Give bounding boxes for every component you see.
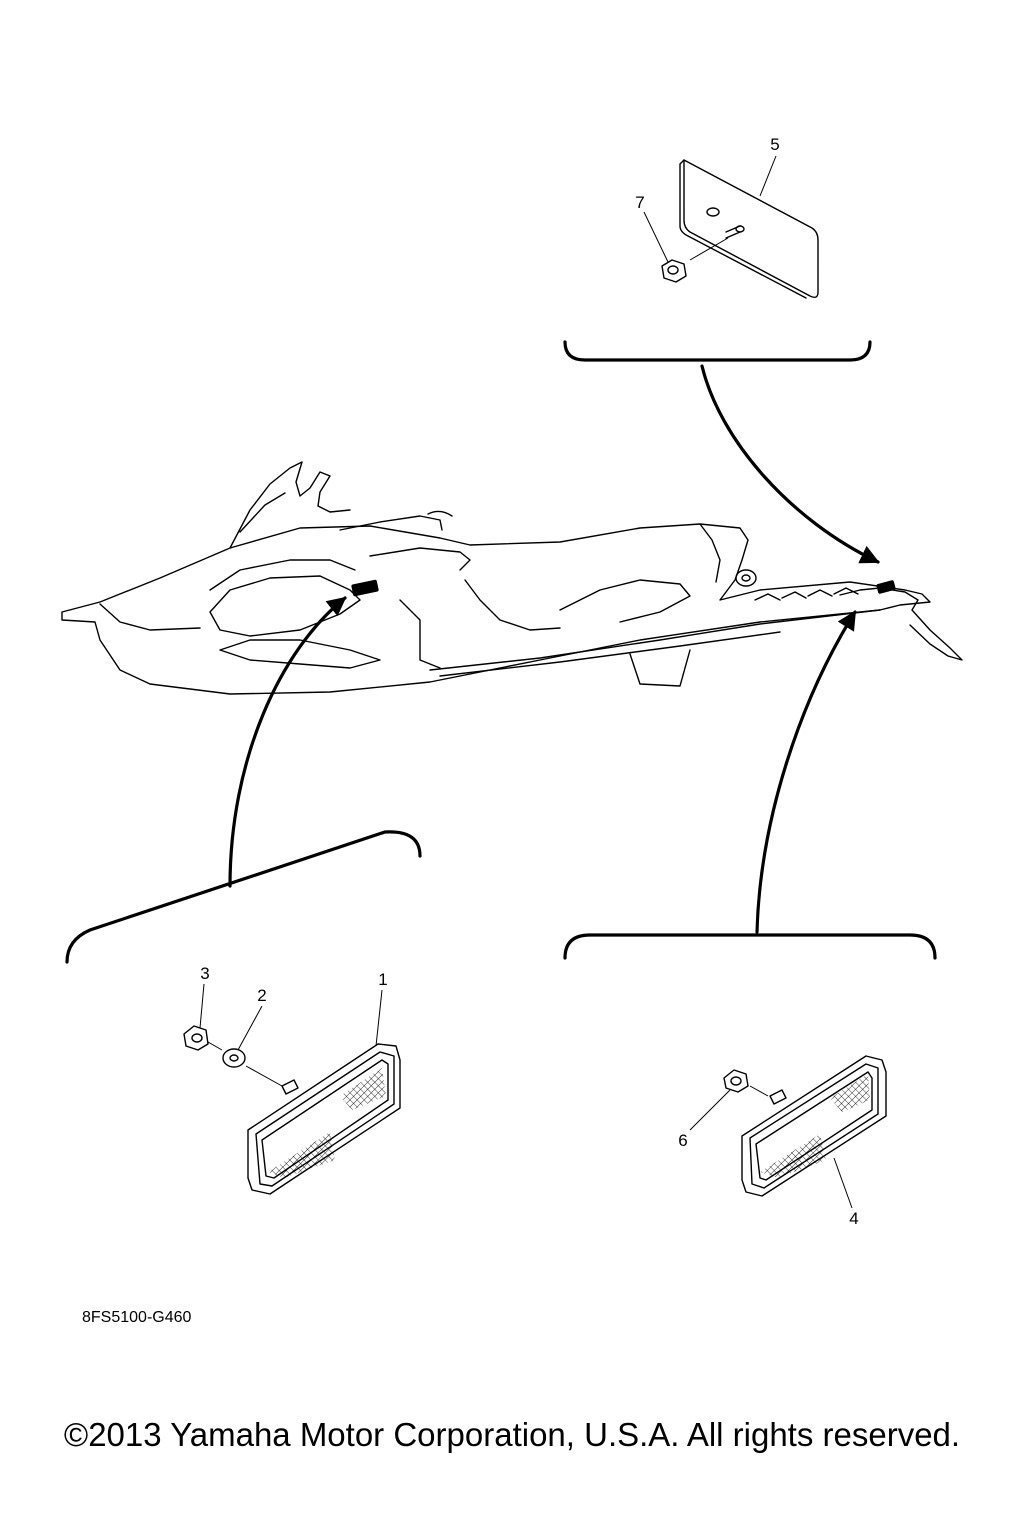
callout-5: 5 bbox=[770, 135, 779, 154]
callout-7: 7 bbox=[635, 193, 644, 212]
nut-part-7 bbox=[661, 259, 687, 283]
pointer-lines bbox=[228, 364, 880, 934]
copyright-notice: ©2013 Yamaha Motor Corporation, U.S.A. A… bbox=[63, 1416, 961, 1453]
snowmobile-outline bbox=[61, 461, 963, 695]
callout-3: 3 bbox=[200, 964, 209, 983]
callout-labels: 5 7 3 1 2 6 4 bbox=[200, 135, 858, 1228]
detail-brackets bbox=[65, 340, 937, 964]
callout-4: 4 bbox=[849, 1209, 858, 1228]
reflector-part-4 bbox=[741, 1055, 887, 1197]
callout-2: 2 bbox=[257, 986, 266, 1005]
nut-part-3 bbox=[183, 1025, 223, 1051]
callout-6: 6 bbox=[678, 1131, 687, 1150]
washer-part-2 bbox=[222, 1048, 283, 1087]
license-plate-bracket-part-5 bbox=[679, 159, 819, 299]
leader-lines bbox=[199, 155, 853, 1209]
nut-part-6 bbox=[723, 1069, 769, 1097]
drawing-code: 8FS5100-G460 bbox=[82, 1309, 192, 1326]
reflector-part-1 bbox=[247, 1043, 401, 1195]
callout-1: 1 bbox=[378, 970, 387, 989]
